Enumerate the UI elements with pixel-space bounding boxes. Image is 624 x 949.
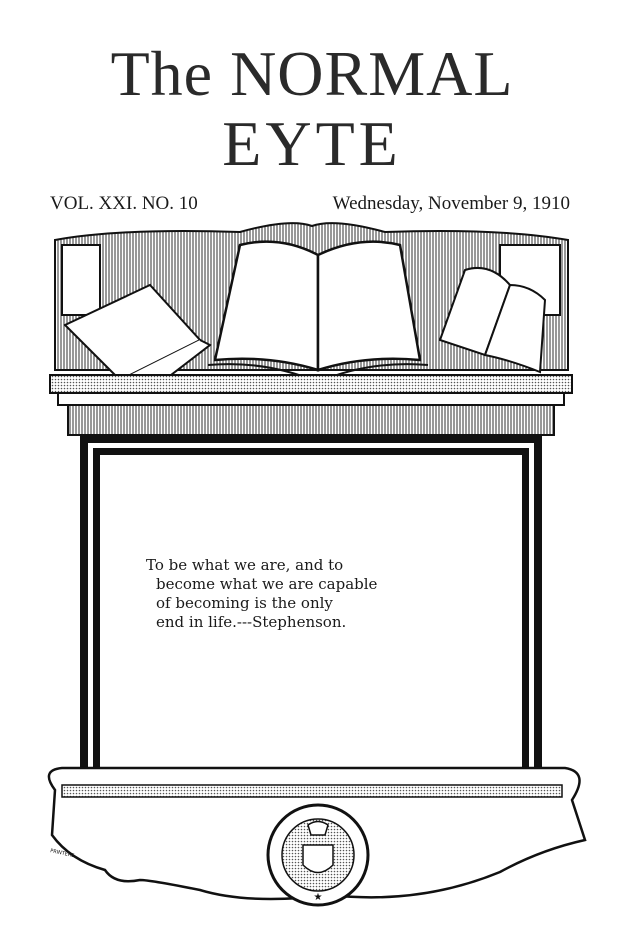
quote-line: end in life.---Stephenson. [156,613,347,631]
volume-number: VOL. XXI. NO. 10 [50,193,198,214]
masthead-subtitle: EYTE [222,108,402,179]
quotation: To be what we are, and to become what we… [146,556,406,632]
quote-line: become what we are capable [156,575,378,593]
printer-imprint: PRINTERS [50,848,75,859]
issue-date: Wednesday, November 9, 1910 [332,193,570,214]
picture-frame [80,435,542,790]
svg-text:★: ★ [314,892,323,903]
masthead-title: The NORMAL [110,38,514,109]
quote-line: of becoming is the only [156,594,333,612]
quote-line: To be what we are, and to [146,556,344,574]
bookshelf-illustration [49,222,573,436]
college-seal-icon: ★ [266,803,370,907]
